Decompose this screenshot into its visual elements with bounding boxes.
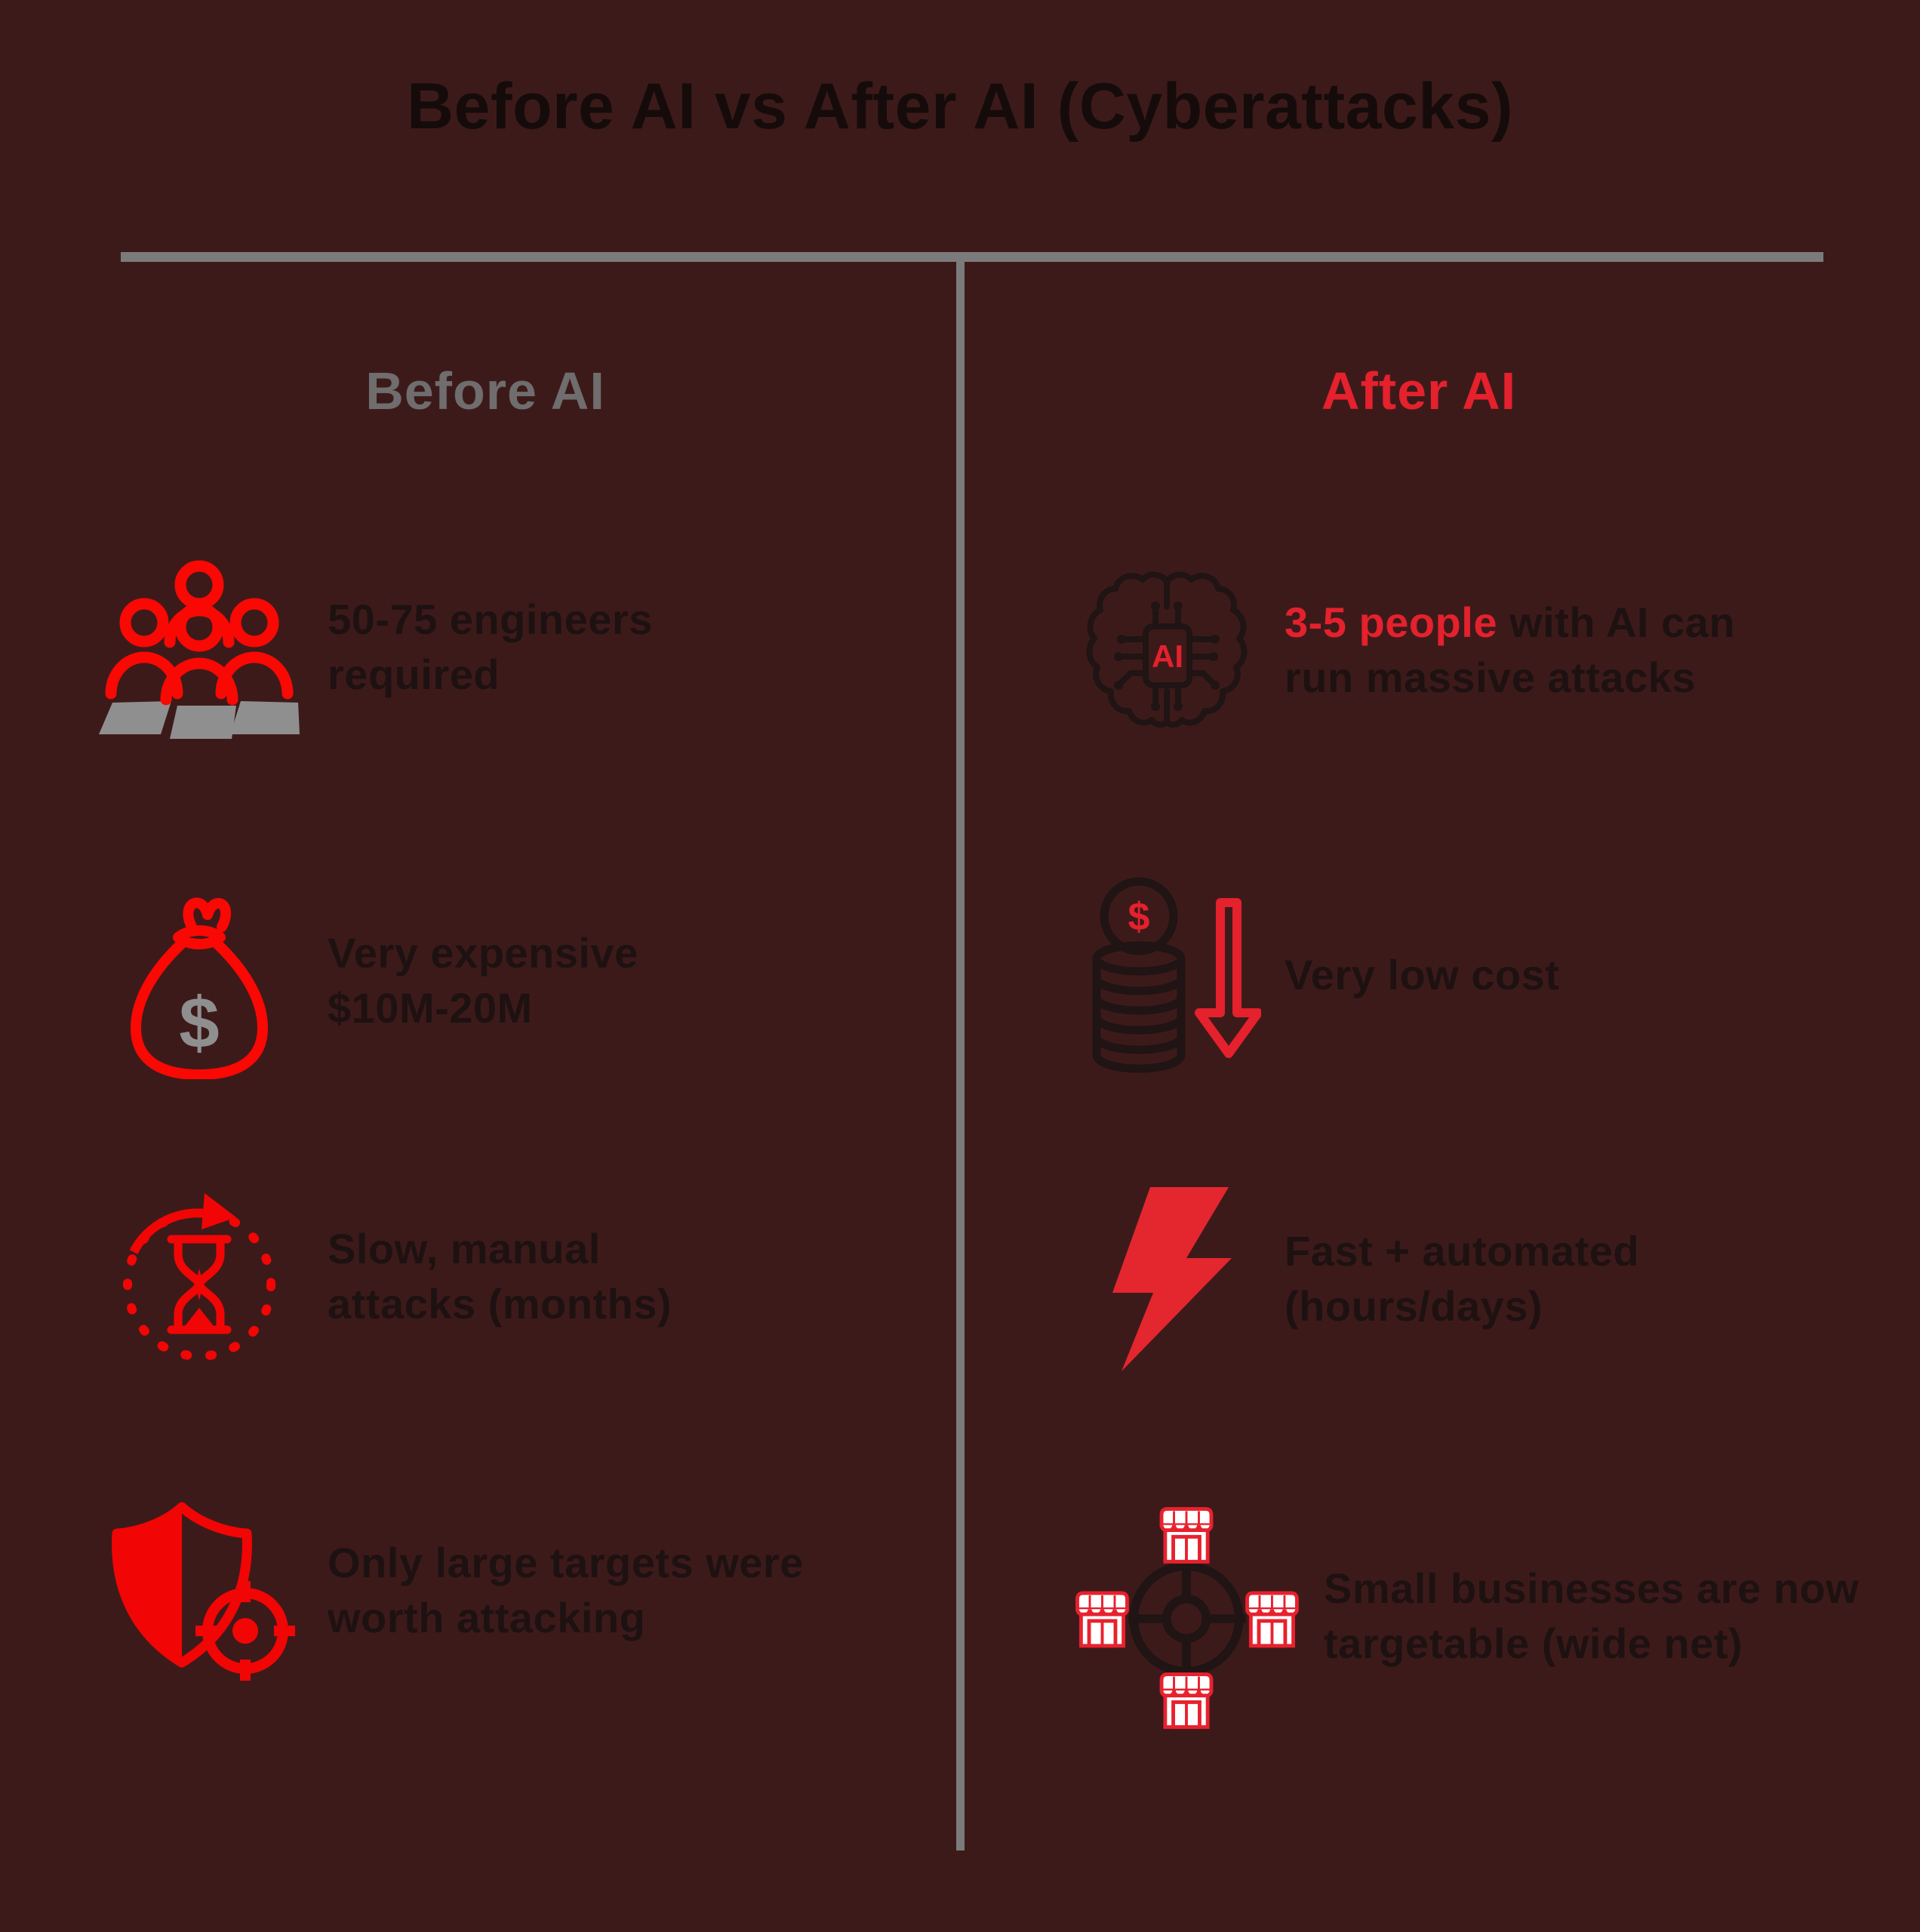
text-segment: with AI can <box>1497 598 1736 647</box>
target-businesses-icon <box>1066 1492 1307 1741</box>
after-item-2-text: Very low cost <box>1268 948 1559 1003</box>
text-line: attacks (months) <box>328 1280 672 1327</box>
highlight-text: 3-5 people <box>1285 598 1497 647</box>
text-line: 50-75 engineers <box>328 595 653 644</box>
money-bag-dollar: $ <box>179 983 219 1063</box>
after-row-speed: Fast + automated (hours/days) <box>1066 1181 1918 1377</box>
text-line: $10M-20M <box>328 984 533 1032</box>
before-item-2-text: Very expensive $10M-20M <box>302 926 638 1036</box>
page-title: Before AI vs After AI (Cyberattacks) <box>406 70 1514 143</box>
after-row-people: AI 3-5 people with AI can run massive at… <box>1066 552 1918 749</box>
text-line: Very low cost <box>1285 950 1560 998</box>
text-line: worth attacking <box>328 1594 646 1641</box>
after-row-targets: Small businesses are now targetable (wid… <box>1066 1488 1918 1745</box>
after-item-1-text: 3-5 people with AI can run massive attac… <box>1268 595 1735 706</box>
text-line: Only large targets were <box>328 1539 804 1587</box>
ai-chip-label: AI <box>1152 638 1183 674</box>
shield-target-icon <box>97 1497 302 1685</box>
text-line: Very expensive <box>328 929 638 977</box>
before-row-targets: Only large targets were worth attacking <box>97 1493 957 1689</box>
text-line: run massive attacks <box>1285 654 1696 701</box>
text-line: (hours/days) <box>1285 1282 1543 1330</box>
coin-dollar: $ <box>1128 895 1150 939</box>
column-divider-line <box>956 257 965 1850</box>
title-divider-line <box>121 252 1823 262</box>
text-line: Slow, manual <box>328 1225 601 1273</box>
money-bag-icon: $ <box>97 883 302 1079</box>
text-line: 3-5 people with AI can <box>1285 595 1735 651</box>
text-line: Small businesses are now <box>1324 1564 1860 1613</box>
hourglass-cycle-icon <box>97 1183 302 1371</box>
coin-stack-decrease-icon: $ <box>1066 877 1268 1073</box>
text-line: Fast + automated <box>1285 1227 1640 1275</box>
text-line: required <box>328 651 500 698</box>
before-item-1-text: 50-75 engineers required <box>302 592 653 703</box>
before-ai-heading: Before AI <box>365 361 605 420</box>
before-item-4-text: Only large targets were worth attacking <box>302 1536 804 1646</box>
before-row-speed: Slow, manual attacks (months) <box>97 1179 957 1375</box>
ai-brain-chip-icon: AI <box>1066 568 1268 734</box>
text-line: targetable (wide net) <box>1324 1620 1743 1667</box>
before-item-3-text: Slow, manual attacks (months) <box>302 1222 672 1332</box>
after-item-4-text: Small businesses are now targetable (wid… <box>1307 1561 1859 1672</box>
after-item-3-text: Fast + automated (hours/days) <box>1268 1224 1639 1334</box>
after-row-cost: $ Very low cost <box>1066 877 1918 1073</box>
engineers-team-icon <box>97 553 302 742</box>
lightning-bolt-icon <box>1066 1181 1268 1377</box>
after-ai-heading: After AI <box>1321 361 1517 420</box>
before-row-engineers: 50-75 engineers required <box>97 549 957 746</box>
before-row-cost: $ Very expensive $10M-20M <box>97 883 957 1079</box>
